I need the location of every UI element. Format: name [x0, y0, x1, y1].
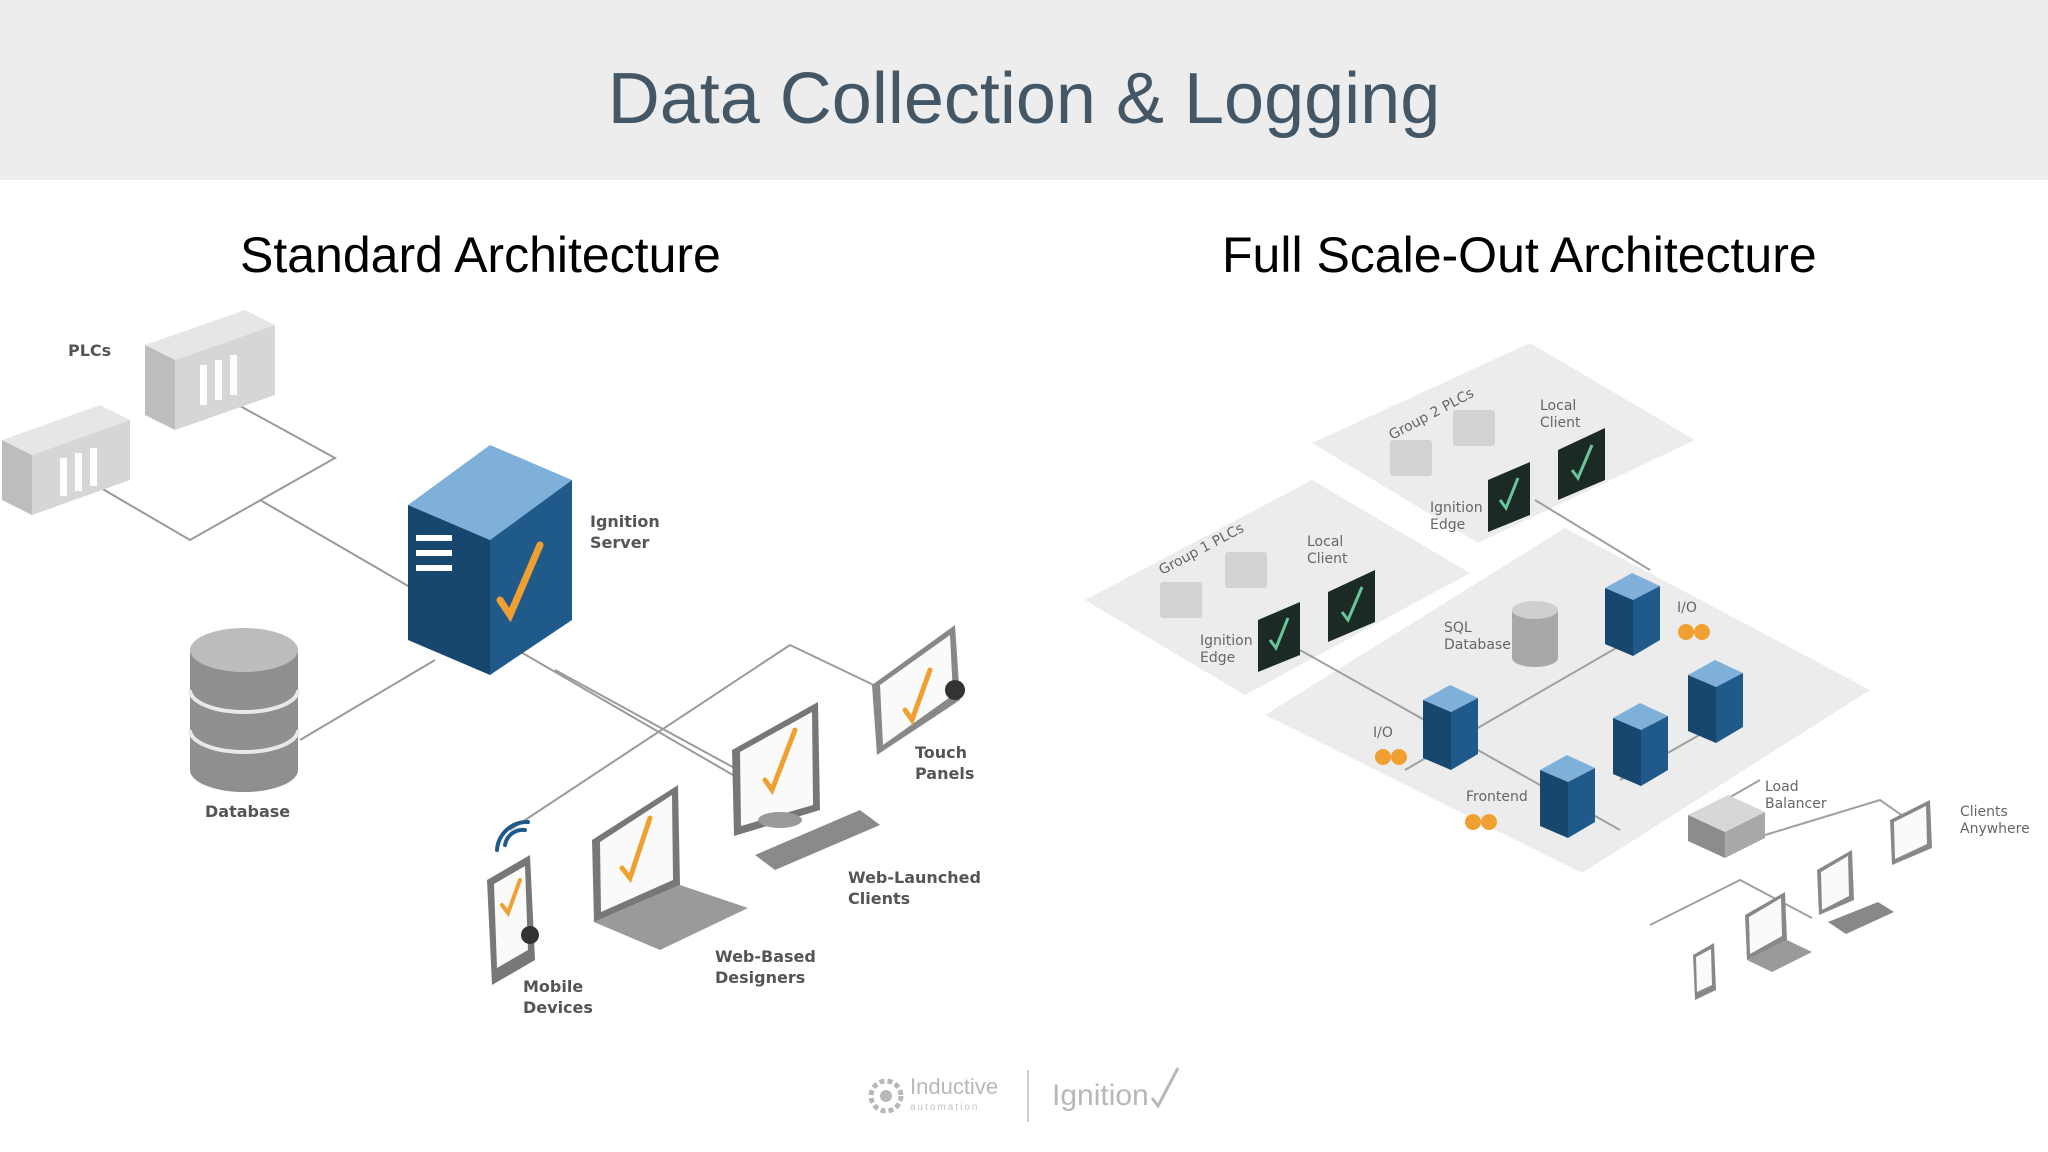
io-label-left: I/O — [1373, 725, 1393, 741]
database-label: Database — [205, 802, 290, 821]
ignition-server-label-2: Server — [590, 533, 650, 552]
slide-title: Data Collection & Logging — [607, 59, 1441, 139]
plc-icon — [2, 310, 275, 515]
io-server-icon — [1605, 573, 1660, 656]
group2-local-client-label-2: Client — [1540, 415, 1581, 431]
group2-plc-icons — [1390, 410, 1495, 476]
server-cluster-panel — [1265, 528, 1870, 873]
mobile-devices-label-1: Mobile — [523, 977, 583, 996]
sql-label-2: Database — [1444, 637, 1511, 653]
ignition-server-label-1: Ignition — [590, 512, 660, 531]
group2-edge-label-1: Ignition — [1430, 500, 1483, 516]
title-bar: Data Collection & Logging — [0, 0, 2048, 180]
load-balancer-label-2: Balancer — [1765, 796, 1827, 812]
mobile-device-icon — [487, 855, 539, 985]
group1-local-client-icon — [1328, 570, 1375, 642]
wifi-icon — [495, 819, 530, 852]
sql-database-icon — [1512, 601, 1558, 667]
group2-local-client-icon — [1558, 428, 1605, 500]
sql-label-1: SQL — [1444, 620, 1472, 636]
mobile-devices-label-2: Devices — [523, 998, 593, 1017]
group2-edge-label-2: Edge — [1430, 517, 1465, 533]
group1-edge-label-2: Edge — [1200, 650, 1235, 666]
web-launched-label-2: Clients — [848, 889, 910, 908]
scaleout-architecture-diagram: Group 2 PLCs Local Client Ignition Edge … — [1085, 343, 2030, 1000]
group1-panel — [1085, 480, 1470, 695]
ignition-logo-text: Ignition — [1052, 1079, 1149, 1112]
database-icon — [188, 628, 300, 792]
ignition-check-icon — [1150, 1067, 1180, 1109]
group1-edge-label-1: Ignition — [1200, 633, 1253, 649]
touch-panel-icon — [872, 625, 965, 755]
desktop-client-icon — [732, 702, 880, 870]
standard-connection-lines — [69, 394, 906, 831]
plcs-label: PLCs — [68, 341, 111, 360]
touch-panels-label-1: Touch — [915, 743, 967, 762]
laptop-icon — [592, 785, 748, 950]
web-based-label-2: Designers — [715, 968, 805, 987]
ignition-server-icon — [408, 445, 572, 675]
backend-server-icon-1 — [1613, 703, 1668, 786]
group1-plc-icons — [1160, 552, 1267, 618]
web-based-label-1: Web-Based — [715, 947, 816, 966]
web-launched-label-1: Web-Launched — [848, 868, 981, 887]
load-balancer-label-1: Load — [1765, 779, 1799, 795]
group1-local-client-label-1: Local — [1307, 534, 1343, 550]
scaleout-architecture-heading: Full Scale-Out Architecture — [1222, 227, 1817, 283]
group2-panel — [1312, 343, 1695, 543]
clients-anywhere-label-2: Anywhere — [1960, 821, 2030, 837]
frontend-label: Frontend — [1466, 789, 1528, 805]
group2-local-client-label-1: Local — [1540, 398, 1576, 414]
clients-anywhere-label-1: Clients — [1960, 804, 2008, 820]
footer-logos: Inductive automation Ignition — [868, 1067, 1180, 1122]
inductive-gear-icon — [868, 1078, 904, 1114]
frontend-server-icon — [1540, 755, 1595, 838]
standard-architecture-diagram: PLCs Ignition Server Database T — [2, 310, 981, 1017]
io-module-icons — [1375, 624, 1710, 830]
load-balancer-icon — [1688, 795, 1765, 858]
standard-architecture-heading: Standard Architecture — [240, 227, 721, 283]
inductive-logo-text: Inductive — [910, 1074, 998, 1099]
edge-server-icon — [1423, 685, 1478, 770]
automation-logo-text: automation — [910, 1102, 979, 1113]
group1-local-client-label-2: Client — [1307, 551, 1348, 567]
group2-edge-icon — [1488, 462, 1530, 532]
backend-server-icon-2 — [1688, 660, 1743, 743]
touch-panels-label-2: Panels — [915, 764, 974, 783]
io-label-right: I/O — [1677, 600, 1697, 616]
clients-anywhere-icons — [1693, 800, 1932, 1000]
group1-edge-icon — [1258, 602, 1300, 672]
